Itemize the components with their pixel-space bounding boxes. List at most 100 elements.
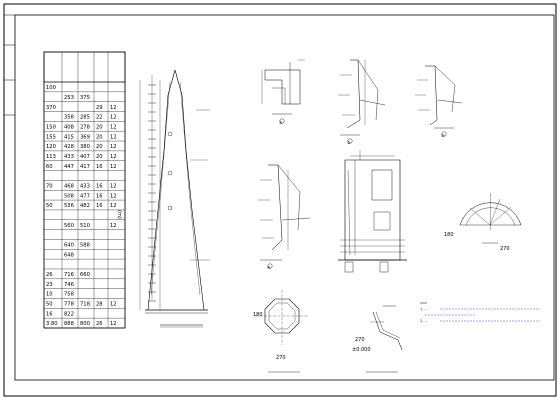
table-cell: 12: [110, 302, 117, 308]
table-cell: 3.80: [46, 321, 58, 327]
table-cell: 428: [64, 144, 74, 150]
octagon-section-plan: [255, 290, 309, 373]
table-cell: 60: [46, 164, 53, 170]
table-cell: 22: [96, 115, 103, 121]
table-cell: 155: [46, 134, 56, 140]
table-cell: 16: [96, 164, 103, 170]
table-cell: 12: [110, 154, 117, 160]
table-cell: 447: [64, 164, 74, 170]
general-notes: 1. ... 2. ...: [420, 302, 540, 323]
table-cell: 778: [64, 302, 74, 308]
table-cell: 16: [96, 193, 103, 199]
table-cell: 433: [80, 183, 90, 189]
table-cell: 508: [64, 193, 74, 199]
table-cell: 660: [80, 272, 90, 278]
table-cell: 50: [46, 203, 53, 209]
table-cell: 100: [46, 85, 56, 91]
foot-detail: [366, 305, 403, 373]
table-cell: 12: [110, 321, 117, 327]
dim-label: ±0.000: [352, 347, 371, 353]
table-cell: 12: [110, 124, 117, 130]
table-cell: 415: [64, 134, 74, 140]
table-cell: 29: [96, 105, 103, 111]
table-cell: 369: [80, 134, 90, 140]
table-cell: 888: [64, 321, 74, 327]
detail-top-left: [261, 59, 305, 124]
table-cell: 12: [110, 164, 117, 170]
table-cell: 10: [46, 292, 53, 298]
table-cell: 12: [110, 134, 117, 140]
table-cell: 12: [110, 223, 117, 229]
table-cell: 370: [46, 105, 56, 111]
table-cell: 477: [80, 193, 90, 199]
table-cell: 468: [64, 183, 74, 189]
svg-text:(m): (m): [116, 210, 122, 219]
table-cell: 12: [110, 105, 117, 111]
table-cell: 50: [46, 302, 53, 308]
table-cell: 560: [64, 223, 74, 229]
table-cell: 12: [110, 203, 117, 209]
table-cell: 285: [80, 115, 90, 121]
table-cell: 588: [80, 243, 90, 249]
table-cell: 28: [96, 302, 103, 308]
sheet-frame: [3, 3, 557, 397]
table-cell: 20: [96, 154, 103, 160]
section-mark: ③: [441, 133, 445, 138]
table-cell: 20: [96, 134, 103, 140]
chimney-base-elevation: [338, 150, 407, 273]
section-mark: ①: [279, 120, 283, 125]
table-cell: 20: [96, 144, 103, 150]
section-mark: ④: [267, 265, 271, 270]
table-cell: 640: [64, 243, 74, 249]
detail-middle-left: [258, 164, 311, 269]
table-cell: 12: [110, 115, 117, 121]
chimney-elevation: [139, 69, 210, 328]
section-mark: ②: [347, 140, 351, 145]
table-cell: 746: [64, 282, 74, 288]
table-cell: 12: [110, 193, 117, 199]
detail-top-middle: [338, 59, 386, 144]
dim-label: 270: [276, 355, 286, 361]
table-cell: 380: [80, 144, 90, 150]
table-cell: 716: [64, 272, 74, 278]
table-cell: 113: [46, 154, 56, 160]
note-2: 2. ...: [420, 318, 428, 323]
dim-label: 270: [355, 337, 365, 343]
note-1: 1. ...: [420, 306, 428, 311]
table-cell: 253: [64, 95, 74, 101]
table-cell: 758: [64, 292, 74, 298]
dimension-labels: 180 270 180 270 270 ±0.000: [253, 232, 510, 361]
detail-top-right: [415, 65, 463, 137]
table-cell: 12: [110, 144, 117, 150]
table-cell: 536: [64, 203, 74, 209]
dim-label: 180: [444, 232, 454, 238]
table-cell: 375: [80, 95, 90, 101]
table-cell: 16: [46, 311, 53, 317]
table-cell: 718: [80, 302, 90, 308]
table-cell: 150: [46, 124, 56, 130]
table-cell: 407: [80, 154, 90, 160]
section-marks: ① ② ③ ④: [267, 120, 445, 270]
table-cell: 433: [64, 154, 74, 160]
table-cell: 408: [64, 124, 74, 130]
table-cell: 822: [64, 311, 74, 317]
table-cell: 800: [80, 321, 90, 327]
dim-label: 270: [500, 246, 510, 252]
table-cell: 16: [96, 203, 103, 209]
table-cell: 12: [110, 183, 117, 189]
table-cell: 16: [96, 183, 103, 189]
arc-section-view: [459, 193, 522, 244]
table-cell: 482: [80, 203, 90, 209]
table-cell: 358: [64, 115, 74, 121]
table-cell: 417: [80, 164, 90, 170]
table-cell: 278: [80, 124, 90, 130]
table-cell: 648: [64, 252, 74, 258]
table-cell: 120: [46, 144, 56, 150]
table-cell: 70: [46, 183, 53, 189]
table-cell: 20: [96, 124, 103, 130]
table-cell: 26: [46, 272, 53, 278]
chimney-dimension-table: 100 253 375 370 29 12 358 285 22 12 150 408 278 20 12 1…: [43, 51, 126, 329]
table-cell: 23: [46, 282, 53, 288]
table-cell: 26: [96, 321, 103, 327]
